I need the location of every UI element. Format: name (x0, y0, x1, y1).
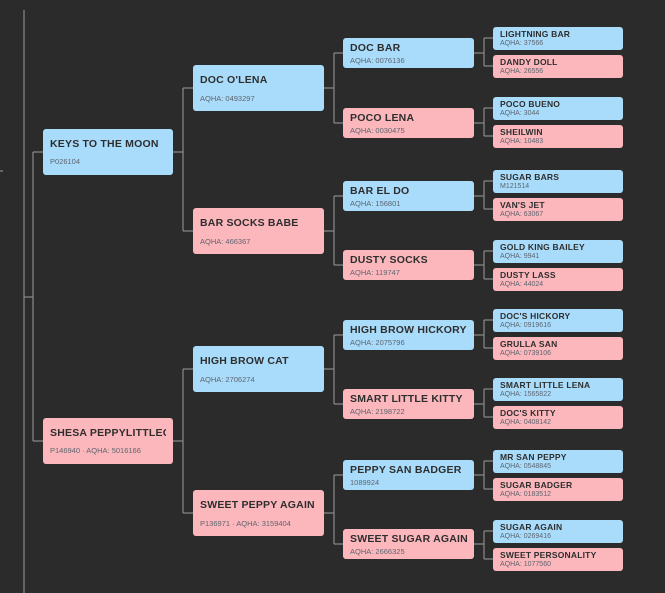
registration-number: AQHA: 466367 (200, 236, 251, 246)
horse-name: PEPPY SAN BADGER (350, 463, 462, 476)
horse-name: DOC O'LENA (200, 73, 268, 86)
registration-number: AQHA: 2075796 (350, 337, 405, 347)
registration-number: AQHA: 1077560 (500, 561, 551, 568)
registration-number: AQHA: 0493297 (200, 93, 255, 103)
horse-name: SHESA PEPPYLITTLECAT (50, 427, 166, 439)
registration-number: AQHA: 26556 (500, 68, 544, 75)
registration-number: P136971 · AQHA: 3159404 (200, 518, 291, 528)
registration-number: AQHA: 0739106 (500, 350, 551, 357)
horse-name: DOC'S KITTY (500, 408, 556, 418)
registration-number: AQHA: 1565822 (500, 391, 551, 398)
horse-name: SMART LITTLE LENA (500, 380, 591, 390)
registration-number: AQHA: 0408142 (500, 419, 551, 426)
horse-name: SHEILWIN (500, 127, 543, 137)
horse-name: SWEET PERSONALITY (500, 550, 597, 560)
registration-number: AQHA: 0269416 (500, 533, 551, 540)
registration-number: AQHA: 63067 (500, 211, 544, 218)
horse-card-high-brow-cat[interactable]: HIGH BROW CAT AQHA: 2706274 (193, 346, 324, 392)
horse-name: GOLD KING BAILEY (500, 242, 585, 252)
horse-card-doc-o-lena[interactable]: DOC O'LENA AQHA: 0493297 (193, 65, 324, 111)
horse-card-sweet-peppy-again[interactable]: SWEET PEPPY AGAIN P136971 · AQHA: 3159404 (193, 490, 324, 536)
horse-name: LIGHTNING BAR (500, 29, 571, 39)
horse-name: DOC'S HICKORY (500, 311, 571, 321)
horse-name: DUSTY SOCKS (350, 253, 428, 266)
registration-number: AQHA: 3044 (500, 110, 540, 117)
horse-name: POCO BUENO (500, 99, 561, 109)
registration-number: AQHA: 2706274 (200, 374, 255, 384)
horse-name: HIGH BROW CAT (200, 354, 289, 367)
horse-name: HIGH BROW HICKORY (350, 323, 467, 336)
horse-name: SWEET PEPPY AGAIN (200, 498, 315, 511)
horse-name: BAR EL DO (350, 184, 410, 197)
registration-number: AQHA: 0548845 (500, 463, 551, 470)
horse-name: DANDY DOLL (500, 57, 558, 67)
horse-card-keys-to-the-moon[interactable]: KEYS TO THE MOON P026104 (43, 129, 173, 175)
horse-name: GRULLA SAN (500, 339, 558, 349)
registration-number: AQHA: 37566 (500, 40, 544, 47)
registration-number: AQHA: 2198722 (350, 406, 405, 416)
registration-number: AQHA: 2666325 (350, 546, 405, 556)
horse-name: MR SAN PEPPY (500, 452, 567, 462)
horse-name: SUGAR BARS (500, 172, 560, 182)
registration-number: P026104 (50, 157, 81, 166)
registration-number: AQHA: 9941 (500, 253, 540, 260)
horse-name: SWEET SUGAR AGAIN (350, 532, 467, 545)
horse-name: POCO LENA (350, 111, 415, 124)
registration-number: AQHA: 10483 (500, 138, 544, 145)
registration-number: 1089924 (350, 477, 380, 487)
registration-number: AQHA: 0076136 (350, 55, 405, 65)
horse-name: SUGAR AGAIN (500, 522, 563, 532)
horse-name: SUGAR BADGER (500, 480, 573, 490)
horse-name: SMART LITTLE KITTY (350, 392, 463, 405)
horse-name: DOC BAR (350, 41, 401, 54)
registration-number: AQHA: 44024 (500, 281, 544, 288)
registration-number: AQHA: 0030475 (350, 125, 405, 135)
registration-number: AQHA: 0919616 (500, 322, 551, 329)
registration-number: AQHA: 0183512 (500, 491, 551, 498)
horse-name: DUSTY LASS (500, 270, 556, 280)
registration-number: P146940 · AQHA: 5016166 (50, 446, 141, 455)
horse-name: BAR SOCKS BABE (200, 216, 299, 229)
horse-name: KEYS TO THE MOON (50, 138, 159, 150)
horse-name: VAN'S JET (500, 200, 545, 210)
registration-number: M121514 (500, 183, 530, 190)
registration-number: AQHA: 119747 (350, 267, 400, 277)
horse-card-shesa-peppylittlecat[interactable]: SHESA PEPPYLITTLECAT P146940 · AQHA: 5016… (43, 418, 173, 464)
registration-number: AQHA: 156801 (350, 198, 401, 208)
horse-card-bar-socks-babe[interactable]: BAR SOCKS BABE AQHA: 466367 (193, 208, 324, 254)
